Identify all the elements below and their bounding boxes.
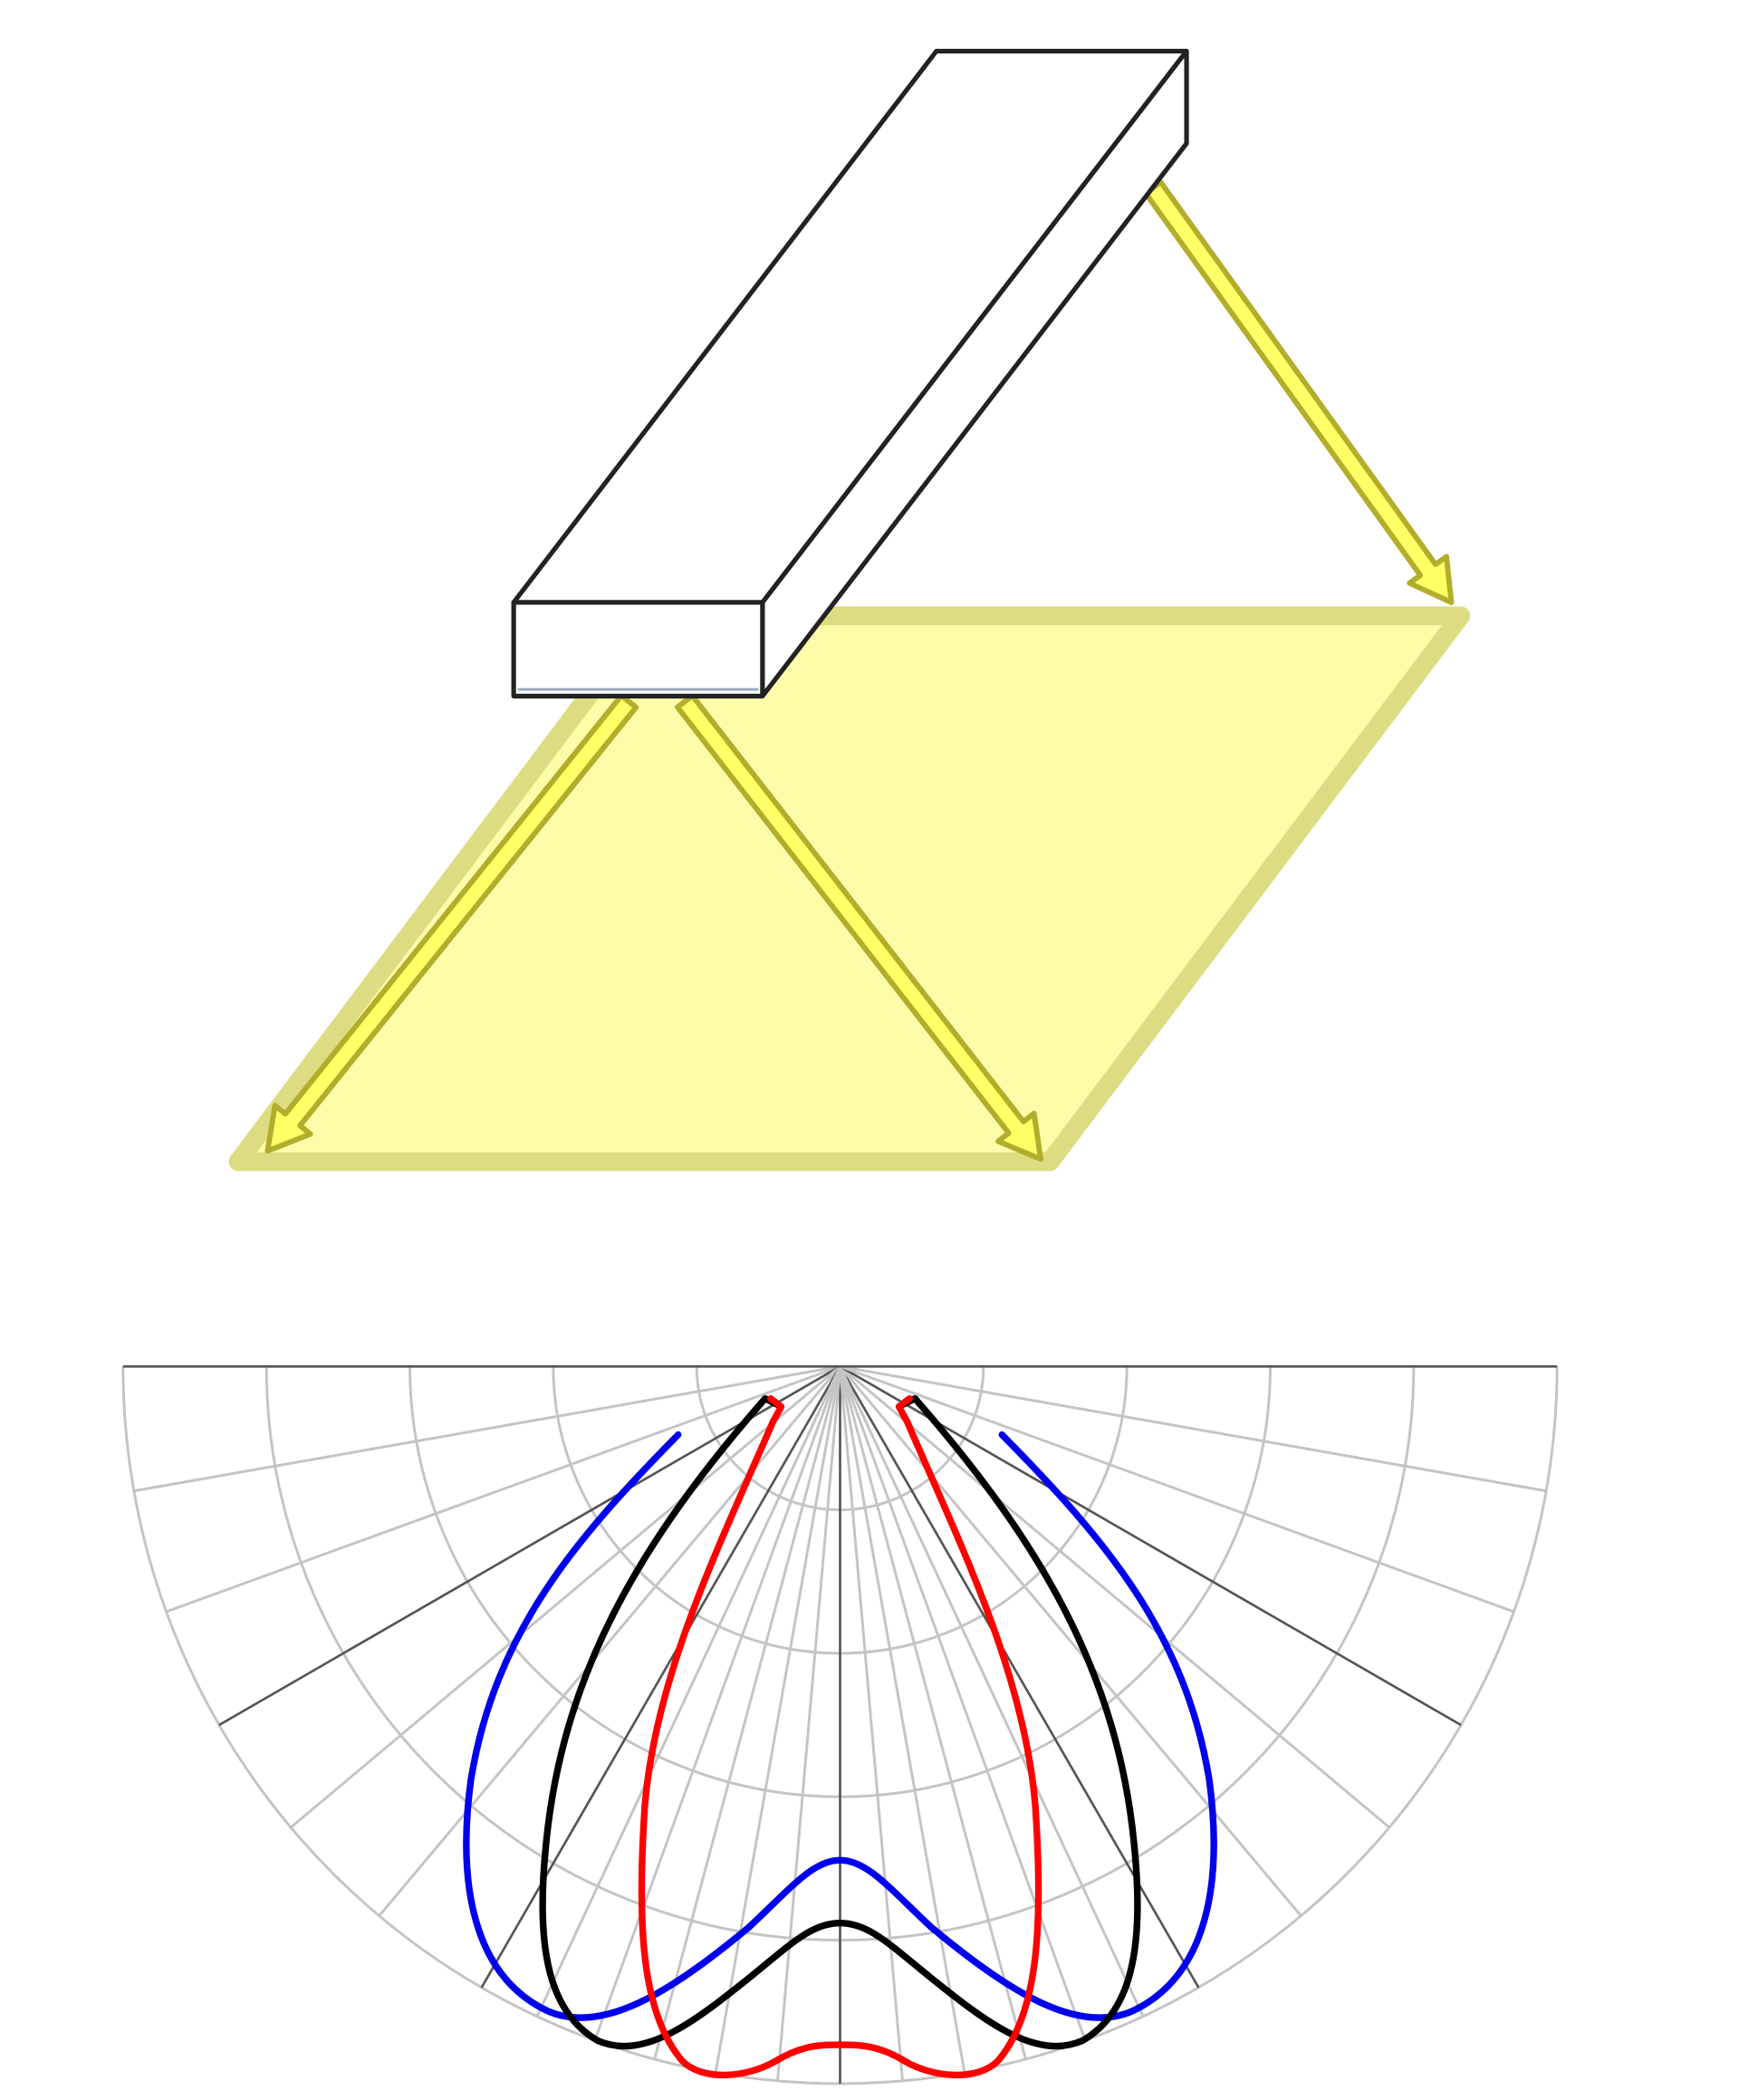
grid-radial-line — [839, 1366, 966, 2074]
light-ray-arrow — [1142, 179, 1455, 605]
grid-radial-line — [840, 1364, 1547, 1493]
floor-plane — [228, 606, 1471, 1171]
intensity-curve-black — [539, 1395, 1141, 2050]
luminaire-end-face — [511, 600, 765, 698]
intensity-curve-black-right — [836, 1395, 1141, 2050]
grid-radial-line — [218, 1365, 841, 1727]
illuminated-floor — [228, 606, 1471, 1171]
polar-intensity-diagram — [121, 1364, 1559, 2086]
intensity-curves — [463, 1395, 1217, 2079]
intensity-curve-blue-right — [836, 1431, 1217, 2021]
grid-radial-line — [839, 1365, 1087, 2041]
grid-radial-line — [839, 1366, 904, 2082]
polar-grid — [121, 1364, 1559, 2086]
grid-radial-line — [839, 1365, 1302, 1917]
intensity-curve-red — [638, 1395, 1042, 2079]
grid-radial-line — [535, 1365, 841, 2018]
grid-radial-line — [839, 1365, 1027, 2060]
grid-radial-line — [839, 1365, 1390, 1829]
intensity-curve-black-left — [539, 1395, 844, 2050]
intensity-curve-red-left — [638, 1395, 844, 2079]
light-ray-arrow — [675, 692, 1043, 1162]
intensity-curve-blue — [463, 1431, 1217, 2021]
grid-radial-line — [839, 1365, 1462, 1727]
grid-radial-line — [290, 1365, 841, 1829]
grid-radial-line — [378, 1365, 841, 1917]
grid-radial-line — [166, 1364, 841, 1614]
light-ray-arrow — [264, 692, 639, 1154]
grid-radial-line — [714, 1366, 841, 2074]
grid-radial-line — [593, 1365, 841, 2041]
intensity-curve-red-right — [836, 1395, 1042, 2079]
grid-radial-line — [133, 1364, 841, 1493]
light-ray-arrows — [264, 179, 1455, 1162]
grid-radial-line — [840, 1364, 1514, 1614]
intensity-curve-blue-left — [463, 1431, 844, 2021]
grid-radial-line — [776, 1366, 841, 2082]
linear-luminaire — [511, 48, 1189, 698]
grid-radial-line — [839, 1365, 1145, 2018]
grid-radial-line — [653, 1365, 841, 2060]
